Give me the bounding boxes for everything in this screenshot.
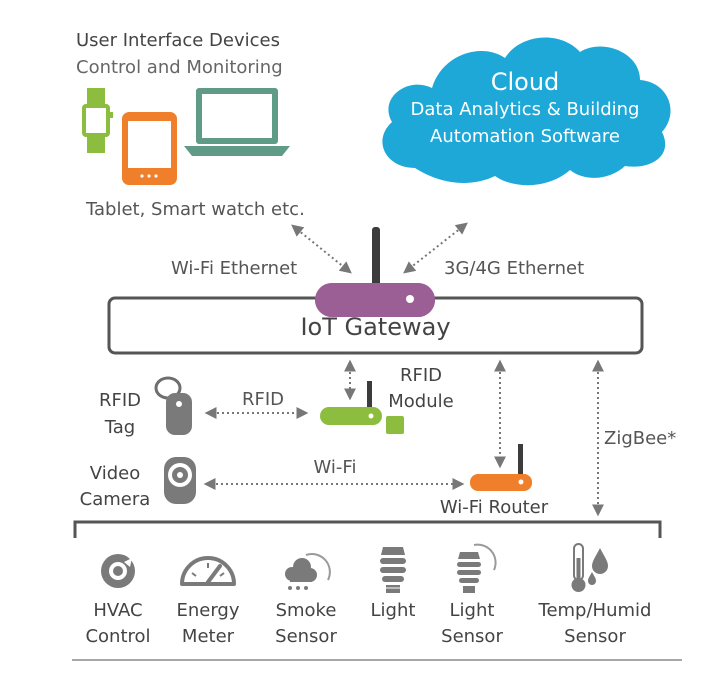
energy-meter-icon xyxy=(180,556,236,586)
temp-humid-icon xyxy=(571,543,608,592)
light-bulb-icon xyxy=(380,547,406,593)
video-camera-label-2: Camera xyxy=(79,489,151,510)
sensor-energy-label-2: Meter xyxy=(181,626,235,647)
sensor-energy-label-1: Energy xyxy=(176,600,240,621)
hvac-icon xyxy=(101,554,135,588)
rfid-module-label-1: RFID xyxy=(399,365,443,386)
label-rfid: RFID xyxy=(241,389,285,410)
sensor-hvac-label-2: Control xyxy=(85,626,151,647)
sensor-light-label-1: Light xyxy=(370,600,416,621)
smoke-icon xyxy=(285,553,331,590)
ui-devices-subtitle: Control and Monitoring xyxy=(76,57,283,78)
sensor-light-sensor-label-2: Sensor xyxy=(441,626,503,647)
light-sensor-icon xyxy=(457,543,497,593)
rfid-tag-icon xyxy=(154,376,192,435)
sensor-light-sensor-label-1: Light xyxy=(449,600,495,621)
rfid-tag-label-2: Tag xyxy=(104,417,136,438)
label-wifi-ethernet: Wi-Fi Ethernet xyxy=(171,258,298,279)
ui-devices-title: User Interface Devices xyxy=(76,30,280,51)
rfid-tag-label-1: RFID xyxy=(98,390,142,411)
sensor-hvac-label-1: HVAC xyxy=(93,600,143,621)
sensor-temp-humid-label-1: Temp/Humid xyxy=(538,600,652,621)
arrow-ui-gateway xyxy=(291,224,352,274)
cloud-line-1: Data Analytics & Building xyxy=(410,99,640,120)
laptop-icon xyxy=(184,88,290,156)
sensor-smoke-label-2: Sensor xyxy=(275,626,337,647)
cloud-shape xyxy=(382,37,671,186)
video-camera-icon xyxy=(164,457,196,504)
video-camera-label-1: Video xyxy=(89,463,141,484)
cloud-title: Cloud xyxy=(490,68,560,96)
label-zigbee: ZigBee* xyxy=(604,428,677,449)
sensor-bracket xyxy=(73,520,662,538)
ui-devices-caption: Tablet, Smart watch etc. xyxy=(86,199,305,220)
rfid-module-icon xyxy=(320,381,404,434)
gateway-antenna xyxy=(372,227,380,289)
cloud-line-2: Automation Software xyxy=(430,126,620,147)
rfid-module-label-2: Module xyxy=(388,391,454,412)
tablet-icon xyxy=(122,112,177,185)
sensor-smoke-label-1: Smoke xyxy=(275,600,337,621)
smart-watch-icon xyxy=(82,88,113,153)
gateway-label: IoT Gateway xyxy=(300,313,451,341)
label-wifi: Wi-Fi xyxy=(313,457,357,478)
wifi-router-label: Wi-Fi Router xyxy=(439,497,549,518)
label-3g4g-ethernet: 3G/4G Ethernet xyxy=(444,258,585,279)
sensor-temp-humid-label-2: Sensor xyxy=(564,626,626,647)
wifi-router-icon xyxy=(470,444,532,491)
